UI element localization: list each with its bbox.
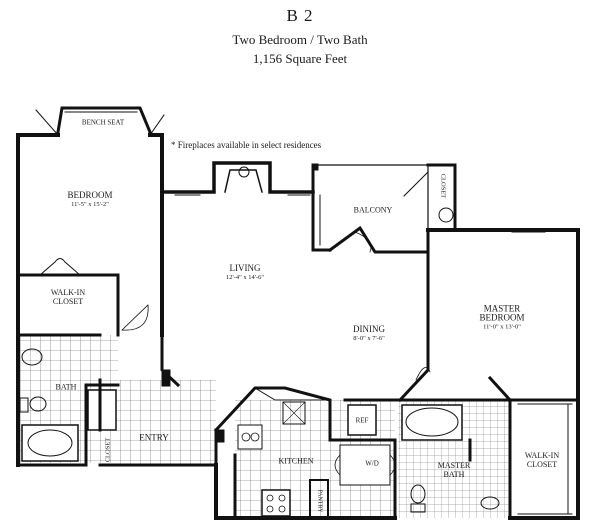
balcony-label: BALCONY: [353, 205, 393, 215]
wall-entry: [98, 304, 218, 467]
plan-id: B 2: [286, 6, 314, 25]
wall-bedroom: [16, 106, 165, 467]
entry-label: ENTRY: [139, 432, 169, 443]
wall-master-bedroom: [397, 228, 580, 403]
closet-small-label: CLOSET: [104, 437, 112, 463]
wall-walk-in-closet-left: [16, 258, 120, 337]
wall-kitchen: [213, 386, 397, 520]
master-bedroom-label: MASTER BEDROOM 11'-0" x 13'-0": [479, 303, 525, 332]
wall-bath: [16, 348, 120, 467]
dining-name: DINING: [353, 324, 385, 334]
walk-in-closet-right-label: WALK-IN CLOSET: [525, 451, 559, 469]
kitchen-label: KITCHEN: [278, 456, 314, 466]
walk-in-closet-left-line1: WALK-IN: [50, 288, 86, 297]
wd-label: W/D: [365, 459, 379, 468]
walk-in-closet-left-label: WALK-IN CLOSET: [51, 288, 85, 306]
pantry-label: PANTRY: [316, 489, 323, 513]
master-bedroom-line2: BEDROOM: [479, 312, 525, 323]
plan-type: Two Bedroom / Two Bath: [232, 32, 368, 47]
master-bedroom-line1: MASTER: [483, 303, 521, 314]
dining-dims: 8'-0" x 7'-6": [353, 335, 385, 342]
wall-laundry: [334, 398, 397, 520]
master-bath-line1: MASTER: [437, 461, 471, 470]
wall-master-bath: [393, 398, 512, 520]
ref-label: REF: [355, 416, 369, 425]
master-bath-label: MASTER BATH: [438, 461, 470, 479]
bedroom-name: BEDROOM: [67, 190, 113, 200]
fireplace-note: * Fireplaces available in select residen…: [171, 140, 322, 150]
wall-walk-in-closet-right: [508, 398, 580, 520]
walk-in-closet-right-line1: WALK-IN: [524, 451, 560, 460]
master-bath-line2: BATH: [443, 470, 465, 479]
living-label: LIVING 12'-4" x 14'-6": [226, 264, 264, 282]
plan-square-feet: 1,156 Square Feet: [252, 51, 348, 66]
closet-balcony-label: CLOSET: [439, 173, 447, 199]
bath-label: BATH: [55, 382, 77, 392]
living-dims: 12'-4" x 14'-6": [226, 274, 264, 281]
bedroom-label: BEDROOM 11'-5" x 15'-2": [67, 191, 112, 209]
living-name: LIVING: [229, 263, 261, 273]
dining-label: DINING 8'-0" x 7'-6": [353, 325, 385, 343]
wall-living: [160, 161, 332, 252]
master-bedroom-dims: 11'-0" x 13'-0": [483, 323, 521, 331]
bench-seat-label: BENCH SEAT: [81, 118, 125, 127]
walk-in-closet-right-line2: CLOSET: [526, 460, 558, 469]
walk-in-closet-left-line2: CLOSET: [52, 297, 84, 306]
bedroom-dims: 11'-5" x 15'-2": [71, 201, 109, 208]
